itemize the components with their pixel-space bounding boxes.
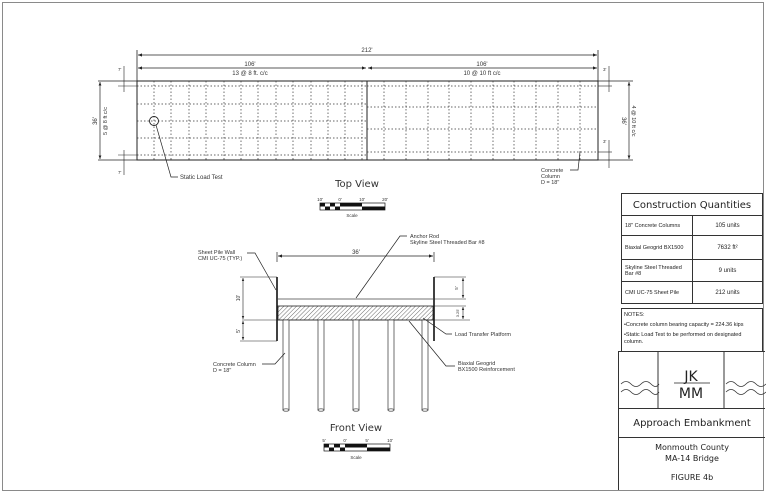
location-line-2: MA-14 Bridge [665, 454, 719, 463]
left-bottom-offset: 7' [118, 170, 122, 175]
sheet-pile-label-2: CMI UC-75 (TYP.) [198, 256, 242, 262]
quantity-row: Skyline Steel Threaded Bar #8 9 units [621, 260, 763, 282]
left-column-grid [137, 81, 367, 160]
right-width-label: 36' [620, 117, 626, 125]
right-width-spacing: 4 @ 10 ft c/c [630, 106, 636, 137]
location-block: Monmouth County MA-14 Bridge FIGURE 4b [618, 437, 765, 490]
front-column-label-2: D = 18" [213, 368, 231, 374]
note-item: •Concrete column bearing capacity = 224.… [624, 322, 744, 328]
logo-bottom: MM [679, 386, 703, 402]
right-length-label: 106' [476, 62, 487, 68]
logo-graphic: JK MM [620, 352, 766, 409]
notes-heading: NOTES: [624, 312, 645, 318]
left-top-offset: 7' [118, 67, 122, 72]
left-spacing-label: 13 @ 8 ft. c/c [232, 71, 267, 77]
svg-text:0': 0' [338, 197, 342, 202]
left-width-spacing: 5 @ 8 ft c/c [103, 107, 109, 135]
svg-text:5': 5' [322, 438, 326, 443]
wave-icon-left [620, 381, 660, 395]
load-transfer-label: Load Transfer Platform [455, 332, 511, 338]
notes-box: NOTES: •Concrete column bearing capacity… [621, 308, 763, 352]
front-column-label-1: Concrete Column [213, 362, 256, 368]
left-width-label: 36' [93, 117, 99, 125]
svg-text:20': 20' [382, 197, 388, 202]
anchor-rod-label-1: Anchor Rod [410, 234, 439, 240]
concrete-column-label-3: D = 18" [541, 180, 559, 186]
svg-text:Scale: Scale [350, 455, 362, 460]
front-view: 36' 10' 5' 5' 3.25' [198, 234, 515, 460]
right-spacing-label: 10 @ 10 ft c/c [463, 71, 500, 77]
svg-text:5': 5' [365, 438, 369, 443]
top-view: 212' 106' 13 @ 8 ft. c/c 106' 10 @ 10 ft… [93, 48, 636, 218]
quantity-row: 18" Concrete Columns 105 units [621, 216, 763, 236]
svg-text:Scale: Scale [346, 213, 358, 218]
upper-gap-label: 5' [454, 286, 459, 290]
right-column-grid [367, 81, 598, 160]
static-load-test-label: Static Load Test [180, 175, 223, 181]
svg-text:10': 10' [359, 197, 365, 202]
concrete-column-label-2: Column [541, 174, 560, 180]
overall-length-label: 212' [361, 48, 372, 54]
svg-text:10': 10' [317, 197, 323, 202]
anchor-rod-label-2: Skyline Steel Threaded Bar #8 [410, 240, 485, 246]
svg-text:0': 0' [343, 438, 347, 443]
concrete-column-label-1: Concrete [541, 168, 563, 174]
logo-top: JK [683, 369, 698, 385]
front-view-title: Front View [330, 423, 382, 434]
note-item: •Static Load Test to be performed on des… [624, 332, 742, 345]
location-line-1: Monmouth County [655, 443, 729, 452]
left-length-label: 106' [244, 62, 255, 68]
geogrid-label-2: BX1500 Reinforcement [458, 367, 515, 373]
top-view-scale-bar: 10' 0' 10' 20' Scale [317, 197, 388, 218]
concrete-columns [282, 319, 429, 412]
project-title: Approach Embankment [618, 408, 765, 437]
wall-height-label: 10' [236, 295, 242, 302]
quantity-row: Biaxial Geogrid BX1500 7632 ft² [621, 236, 763, 260]
logo-row: JK MM [618, 351, 766, 409]
sheet-pile-label-1: Sheet Pile Wall [198, 250, 235, 256]
static-load-test-marker [149, 116, 159, 126]
platform-thickness-label: 3.25' [455, 308, 460, 317]
quantity-row: CMI UC-75 Sheet Pile 212 units [621, 282, 763, 304]
svg-text:10': 10' [387, 438, 393, 443]
quantities-title: Construction Quantities [621, 193, 763, 216]
wave-icon-right [725, 381, 766, 395]
right-bottom-offset: 3' [603, 139, 607, 144]
geogrid-label-1: Biaxial Geogrid [458, 361, 495, 367]
right-top-offset: 3' [603, 67, 607, 72]
top-view-title: Top View [334, 179, 379, 190]
embed-depth-label: 5' [236, 329, 242, 333]
front-width-label: 36' [352, 250, 360, 256]
title-block: Construction Quantities 18" Concrete Col… [618, 193, 766, 492]
figure-number: FIGURE 4b [670, 473, 714, 482]
front-view-scale-bar: 5' 0' 5' 10' Scale [322, 438, 393, 460]
load-transfer-platform [277, 305, 434, 321]
